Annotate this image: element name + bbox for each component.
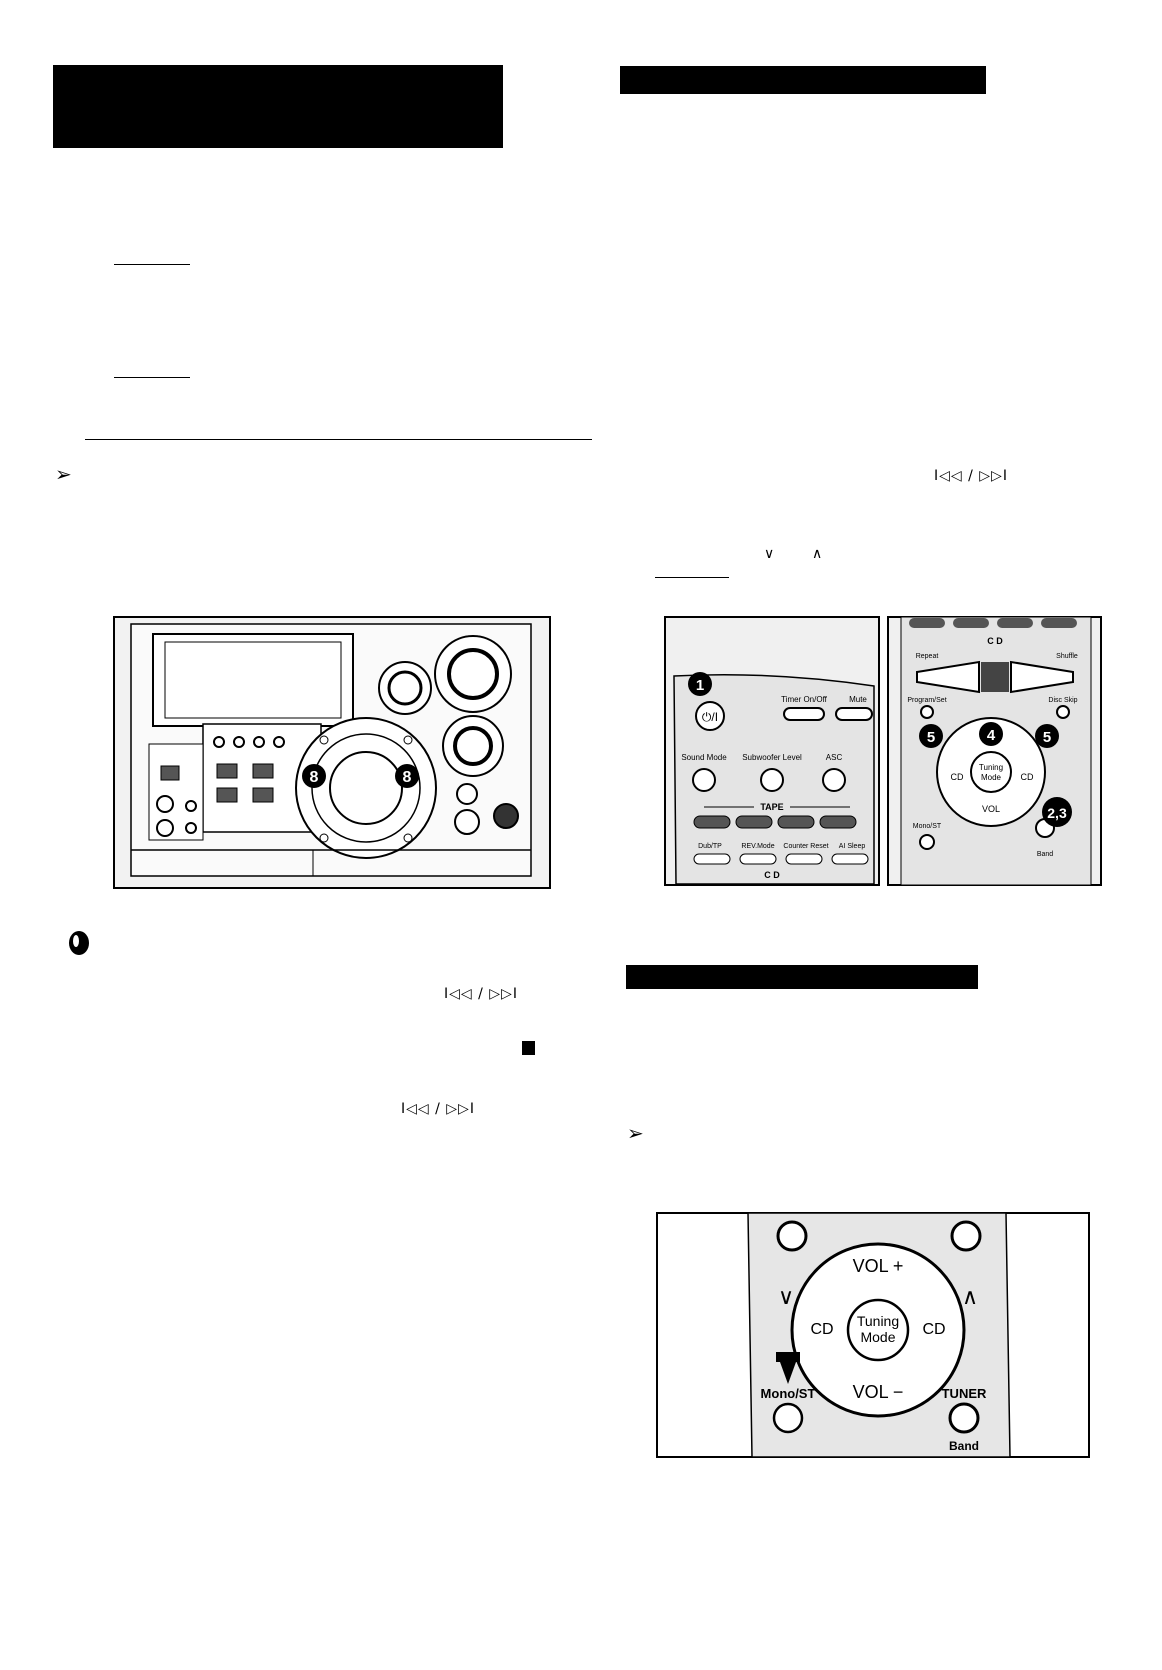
closeup-up-icon: ∧ [962,1284,978,1309]
tuning-label-2: Mode [981,773,1002,782]
counter-label: Counter Reset [783,843,828,850]
closeup-tuning-2: Mode [860,1329,895,1345]
closeup-band-label: Band [949,1439,979,1453]
blank-underline-1 [114,264,190,265]
callout-8-left: 8 [310,769,319,786]
mute-label: Mute [849,695,867,704]
cd-left-label: CD [951,772,964,782]
program-label: Program/Set [907,697,946,704]
stop-button-icon [522,1041,535,1055]
callout-8-right: 8 [403,769,412,786]
disc-skip-label: Disc Skip [1048,697,1077,704]
vol-label: VOL [982,804,1000,814]
right-title-bar-2 [626,965,978,989]
section-divider [85,439,592,440]
blank-underline-2 [114,377,190,378]
right-title-bar-1 [620,66,986,94]
tuning-label-1: Tuning [979,763,1003,772]
tape-label: TAPE [760,802,783,812]
timer-label: Timer On/Off [781,695,828,704]
closeup-tuner-label: TUNER [942,1386,987,1401]
cd-label-bottom: C D [764,870,780,880]
closeup-mono-label: Mono/ST [761,1386,816,1401]
shuffle-label: Shuffle [1056,653,1078,660]
ai-label: AI Sleep [839,843,866,850]
svg-text:⏻/I: ⏻/I [702,710,718,724]
remote-mono-closeup-illustration: Tuning Mode VOL + VOL − CD CD ∨ ∧ Mono/S… [656,1212,1090,1458]
dub-label: Dub/TP [698,843,722,850]
closeup-vol-up: VOL + [853,1256,904,1276]
callout-5-right: 5 [1043,729,1051,746]
skip-button-icon-3: I◁◁ / ▷▷I [934,468,1008,484]
blank-underline-3 [655,577,729,578]
tuning-up-icon: ∧ [812,546,824,562]
repeat-label: Repeat [916,653,939,660]
cd-right-label: CD [1021,772,1034,782]
remote-top-illustration: ⏻/I 1 Timer On/Off Mute Sound Mode Subwo… [664,616,880,886]
closeup-down-icon: ∨ [778,1284,794,1309]
callout-1: 1 [696,677,704,694]
note-arrow-icon: ➢ [55,462,72,486]
rev-label: REV.Mode [741,843,774,850]
sound-mode-label: Sound Mode [681,753,727,762]
remote-tuner-illustration: C D Repeat Shuffle Program/Set Disc Skip… [887,616,1102,886]
cd-label-top: C D [987,636,1003,646]
skip-button-icon-1: I◁◁ / ▷▷I [444,986,518,1002]
callout-4: 4 [987,727,996,744]
caution-icon [69,931,89,955]
closeup-vol-down: VOL − [853,1382,904,1402]
left-title-bar [53,65,503,148]
band-label: Band [1037,851,1053,858]
skip-button-icon-2: I◁◁ / ▷▷I [401,1101,475,1117]
callout-5-left: 5 [927,729,935,746]
closeup-cd-left: CD [810,1321,833,1338]
asc-label: ASC [826,753,843,762]
subwoofer-label: Subwoofer Level [742,753,802,762]
closeup-tuning-1: Tuning [857,1313,899,1329]
mono-label: Mono/ST [913,823,942,830]
main-unit-illustration: 8 8 [113,616,551,889]
note-arrow-icon-2: ➢ [627,1121,644,1145]
callout-2-3: 2,3 [1047,805,1067,821]
closeup-cd-right: CD [922,1321,945,1338]
tuning-down-icon: ∨ [764,546,776,562]
